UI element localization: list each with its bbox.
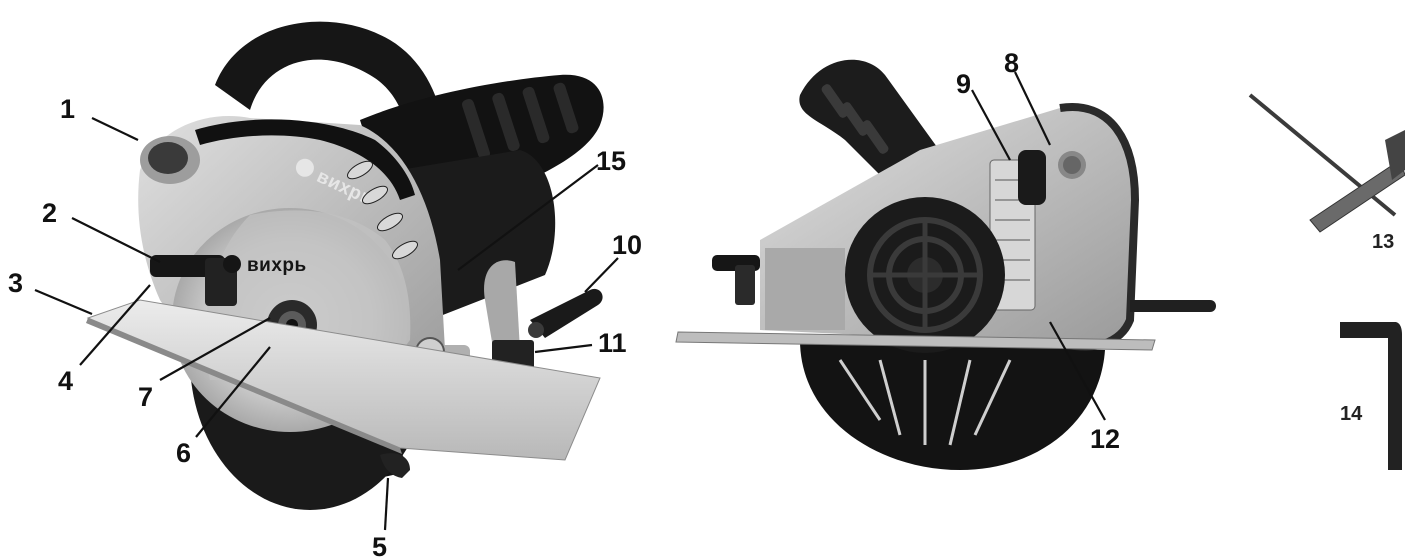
callout-11: 11: [598, 328, 627, 358]
callout-4: 4: [58, 366, 73, 396]
leader-15: [457, 164, 599, 271]
callout-1: 1: [60, 94, 75, 124]
accessory-wrench: [1248, 93, 1405, 233]
callout-5: 5: [372, 532, 387, 560]
power-cable-coil: [347, 160, 418, 260]
leader-1: [91, 117, 139, 141]
brand-logo-text-guard: вихрь: [247, 255, 307, 276]
callout-14: 14: [1340, 403, 1363, 425]
leader-lines: [34, 71, 1106, 531]
callout-15: 15: [596, 146, 626, 176]
rear-handle-grip: [821, 84, 889, 154]
accessory-hex-key: [1340, 322, 1402, 470]
leader-6: [195, 346, 271, 438]
base-plate-edge: [86, 318, 402, 454]
switch-button: [1058, 151, 1086, 179]
saw-rear-view: [675, 59, 1216, 470]
rear-base-plate: [675, 331, 1156, 351]
rear-depth-knob: [712, 255, 760, 305]
bevel-lock-knob: [528, 288, 603, 338]
leader-2: [71, 217, 161, 263]
upper-guard-handle: [215, 21, 446, 191]
motor-fan-cover: [845, 197, 1005, 353]
callout-10: 10: [612, 230, 642, 260]
leader-5: [383, 477, 390, 531]
leader-3: [34, 288, 93, 316]
leader-8: [1014, 71, 1051, 146]
saw-front-view: вихрь вихрь: [86, 21, 604, 510]
handle-grip-ridges: [462, 82, 579, 160]
brand-logo-guard: вихрь: [223, 255, 307, 276]
lock-off-button: [1018, 150, 1046, 205]
callout-2: 2: [42, 198, 57, 228]
guard-retract-lever: [380, 453, 410, 478]
callout-9: 9: [956, 69, 971, 99]
rear-guard-ribs: [838, 359, 1012, 446]
callout-labels: 1 2 3 4 5 6 7 8 9 10 11 12 13 14 15: [8, 48, 1394, 560]
callout-13: 13: [1372, 231, 1394, 253]
leader-7: [159, 317, 271, 381]
leader-4: [79, 284, 151, 366]
leader-12: [1049, 321, 1106, 421]
callout-7: 7: [138, 382, 153, 412]
rear-power-cable: [1130, 300, 1216, 312]
rear-side-bracket: [765, 248, 845, 330]
leader-11: [534, 343, 593, 354]
leader-9: [971, 89, 1011, 161]
rear-lower-guard: [800, 340, 1105, 470]
leader-10: [584, 257, 619, 293]
callout-3: 3: [8, 268, 23, 298]
callout-6: 6: [176, 438, 191, 468]
callout-12: 12: [1090, 424, 1120, 454]
callout-8: 8: [1004, 48, 1019, 78]
dust-port: [140, 136, 200, 184]
guard-black-trim: [195, 119, 415, 200]
